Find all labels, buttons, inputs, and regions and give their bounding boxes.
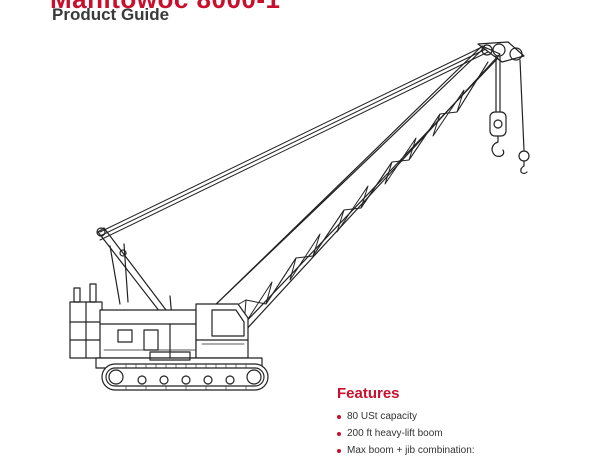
feature-item: 200 ft heavy-lift boom [337,425,475,442]
auxiliary-hook-ball [518,150,530,175]
counterweight-stack [69,283,103,359]
features-heading: Features [337,385,400,402]
feature-item: Max boom + jib combination: [337,442,475,459]
feature-item: 80 USt capacity [337,408,475,425]
hoist-lines [495,55,525,151]
document-title: Manitowoc 8000-1 [50,0,281,15]
features-list: 80 USt capacity 200 ft heavy-lift boom M… [337,408,475,459]
upper-works [99,309,197,359]
document-subtitle: Product Guide [52,5,170,24]
operator-cab [195,303,249,359]
main-hook-block [489,111,507,157]
gantry-mast [96,227,173,319]
lattice-boom [207,41,525,333]
features-section: Features 80 USt capacity 200 ft heavy-li… [337,385,475,459]
boom-pendants [99,45,489,241]
crawler-track [101,363,269,391]
